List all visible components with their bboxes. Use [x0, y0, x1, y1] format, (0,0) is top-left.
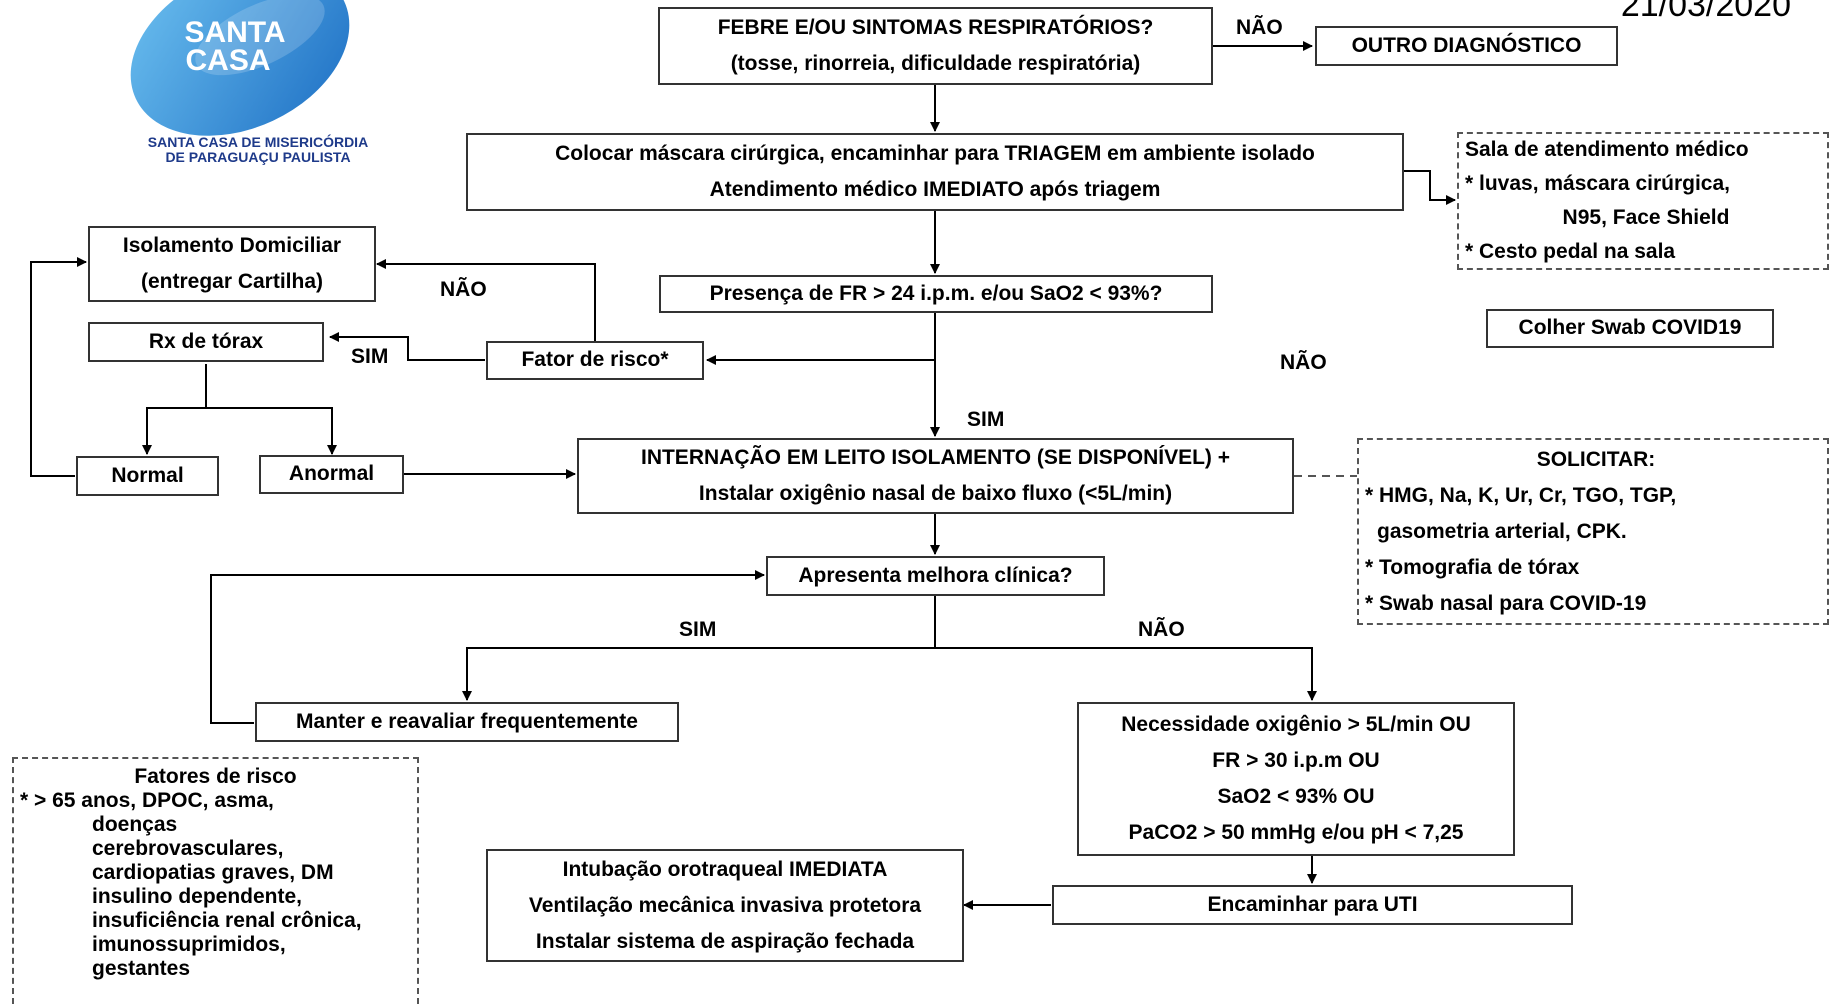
node-presenca-fr: Presença de FR > 24 i.p.m. e/ou SaO2 < 9… — [659, 275, 1213, 313]
solicitar-line-5: * Swab nasal para COVID-19 — [1365, 591, 1647, 615]
mascara-line-1: Colocar máscara cirúrgica, encaminhar pa… — [555, 142, 1315, 165]
edge-mascara-sala — [1403, 170, 1456, 205]
label-nao-necessidade: NÃO — [1138, 618, 1185, 641]
presenca-line-1: Presença de FR > 24 i.p.m. e/ou SaO2 < 9… — [709, 281, 1163, 305]
solicitar-line-4: * Tomografia de tórax — [1365, 555, 1580, 579]
node-normal: Normal — [76, 456, 219, 496]
node-outro-diagnostico: OUTRO DIAGNÓSTICO — [1315, 26, 1618, 66]
outro-line-1: OUTRO DIAGNÓSTICO — [1351, 33, 1582, 57]
label-sim-internacao: SIM — [967, 408, 1005, 431]
edge-melhora-manter — [462, 596, 936, 701]
sala-line-4: * Cesto pedal na sala — [1465, 240, 1676, 263]
fatores-line-6: insulino dependente, — [92, 885, 303, 908]
uti-line-1: Encaminhar para UTI — [1207, 892, 1418, 916]
logo-subtitle-line2: DE PARAGUAÇU PAULISTA — [165, 148, 351, 165]
necessidade-line-3: SaO2 < 93% OU — [1217, 785, 1375, 808]
node-fatores-risco: Fatores de risco* > 65 anos, DPOC, asma,… — [12, 757, 419, 1004]
solicitar-line-1: SOLICITAR: — [1536, 447, 1656, 471]
melhora-line-1: Apresenta melhora clínica? — [798, 563, 1073, 587]
label-sim-rx: SIM — [351, 345, 389, 368]
edge-fator-isolamento — [376, 259, 596, 342]
node-isolamento-domiciliar: Isolamento Domiciliar (entregar Cartilha) — [88, 226, 376, 302]
intubacao-line-3: Instalar sistema de aspiração fechada — [535, 929, 915, 953]
febre-line-1: FEBRE E/OU SINTOMAS RESPIRATÓRIOS? — [717, 16, 1154, 39]
node-rx-torax: Rx de tórax — [88, 322, 324, 362]
node-sala-atendimento: Sala de atendimento médico * luvas, másca… — [1457, 132, 1829, 270]
rx-line-1: Rx de tórax — [148, 329, 264, 353]
edge-rx-split — [142, 364, 207, 455]
node-intubacao: Intubação orotraqueal IMEDIATA Ventilação… — [486, 849, 964, 962]
edge-normal-isolamento — [30, 257, 87, 477]
swab-line-1: Colher Swab COVID19 — [1518, 316, 1742, 340]
document-date: 21/03/2020 — [1620, 0, 1791, 24]
edge-manter-melhora — [210, 570, 765, 724]
necessidade-line-2: FR > 30 i.p.m OU — [1212, 749, 1380, 772]
node-melhora-clinica: Apresenta melhora clínica? — [766, 556, 1105, 596]
label-nao-isolamento: NÃO — [440, 278, 487, 301]
logo-name-line1: SANTA — [184, 16, 285, 49]
edge-fator-rx — [329, 332, 485, 361]
fatores-line-8: imunossuprimidos, — [92, 933, 286, 956]
sala-line-1: Sala de atendimento médico — [1465, 138, 1749, 161]
node-mascara-triagem: Colocar máscara cirúrgica, encaminhar pa… — [466, 133, 1404, 211]
fatores-line-5: cardiopatias graves, DM — [92, 861, 334, 884]
node-necessidade-oxigenio: Necessidade oxigênio > 5L/min OU FR > 30 … — [1077, 702, 1515, 856]
febre-line-2: (tosse, rinorreia, dificuldade respirató… — [730, 52, 1141, 75]
fatores-line-9: gestantes — [92, 957, 191, 980]
node-internacao: INTERNAÇÃO EM LEITO ISOLAMENTO (SE DISPO… — [577, 438, 1294, 514]
fatores-line-7: insuficiência renal crônica, — [92, 909, 362, 932]
node-fator-risco: Fator de risco* — [486, 341, 704, 380]
intubacao-line-2: Ventilação mecânica invasiva protetora — [528, 893, 922, 917]
intubacao-line-1: Intubação orotraqueal IMEDIATA — [562, 857, 888, 881]
solicitar-line-3: gasometria arterial, CPK. — [1377, 519, 1627, 543]
logo-subtitle-line1: SANTA CASA DE MISERICÓRDIA — [147, 134, 369, 150]
santa-casa-logo: SANTA CASA — [130, 0, 350, 136]
label-sim-manter: SIM — [679, 618, 717, 641]
sala-line-2: * luvas, máscara cirúrgica, — [1465, 172, 1730, 195]
logo-subtitle: SANTA CASA DE MISERICÓRDIA DE PARAGUAÇU … — [108, 135, 408, 164]
fatores-line-3: doenças — [92, 813, 178, 836]
normal-line-1: Normal — [111, 463, 184, 487]
label-nao-outro: NÃO — [1236, 16, 1283, 39]
edge-rx-anormal — [206, 407, 337, 455]
manter-line-1: Manter e reavaliar frequentemente — [296, 709, 638, 733]
node-febre: FEBRE E/OU SINTOMAS RESPIRATÓRIOS? (tosse… — [658, 7, 1213, 85]
anormal-line-1: Anormal — [288, 462, 375, 486]
necessidade-line-4: PaCO2 > 50 mmHg e/ou pH < 7,25 — [1128, 821, 1464, 844]
logo-name-line2: CASA — [185, 44, 270, 77]
label-nao-swab: NÃO — [1280, 351, 1327, 374]
internacao-line-1: INTERNAÇÃO EM LEITO ISOLAMENTO (SE DISPO… — [640, 446, 1231, 469]
sala-line-3: N95, Face Shield — [1562, 206, 1730, 229]
necessidade-line-1: Necessidade oxigênio > 5L/min OU — [1121, 713, 1471, 736]
isolamento-line-2: (entregar Cartilha) — [140, 270, 324, 293]
node-encaminhar-uti: Encaminhar para UTI — [1052, 885, 1573, 925]
fatores-line-4: cerebrovasculares, — [92, 837, 284, 860]
internacao-line-2: Instalar oxigênio nasal de baixo fluxo (… — [698, 482, 1173, 505]
mascara-line-2: Atendimento médico IMEDIATO após triagem — [709, 178, 1161, 201]
edge-melhora-necessidade — [935, 647, 1317, 701]
node-solicitar: SOLICITAR: * HMG, Na, K, Ur, Cr, TGO, TGP… — [1357, 438, 1829, 625]
fator-line-1: Fator de risco* — [521, 348, 669, 372]
node-anormal: Anormal — [259, 455, 404, 494]
fatores-line-2: * > 65 anos, DPOC, asma, — [20, 789, 274, 812]
node-colher-swab: Colher Swab COVID19 — [1486, 309, 1774, 348]
solicitar-line-2: * HMG, Na, K, Ur, Cr, TGO, TGP, — [1365, 483, 1677, 507]
fatores-line-1: Fatores de risco — [134, 765, 297, 788]
isolamento-line-1: Isolamento Domiciliar — [122, 234, 342, 257]
node-manter-reavaliar: Manter e reavaliar frequentemente — [255, 702, 679, 742]
